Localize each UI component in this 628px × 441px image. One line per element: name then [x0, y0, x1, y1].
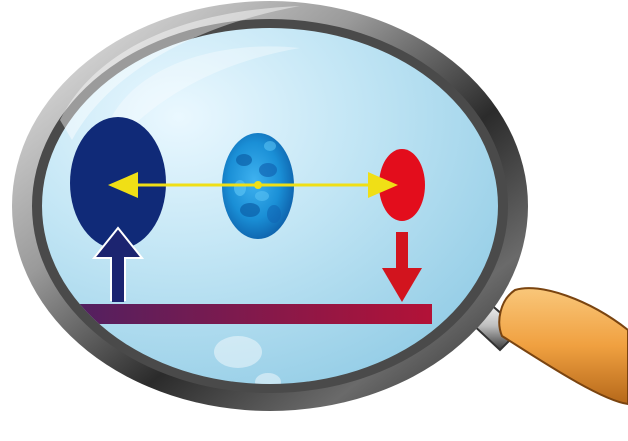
bubble-large	[214, 336, 262, 368]
gradient-bar	[78, 304, 432, 324]
